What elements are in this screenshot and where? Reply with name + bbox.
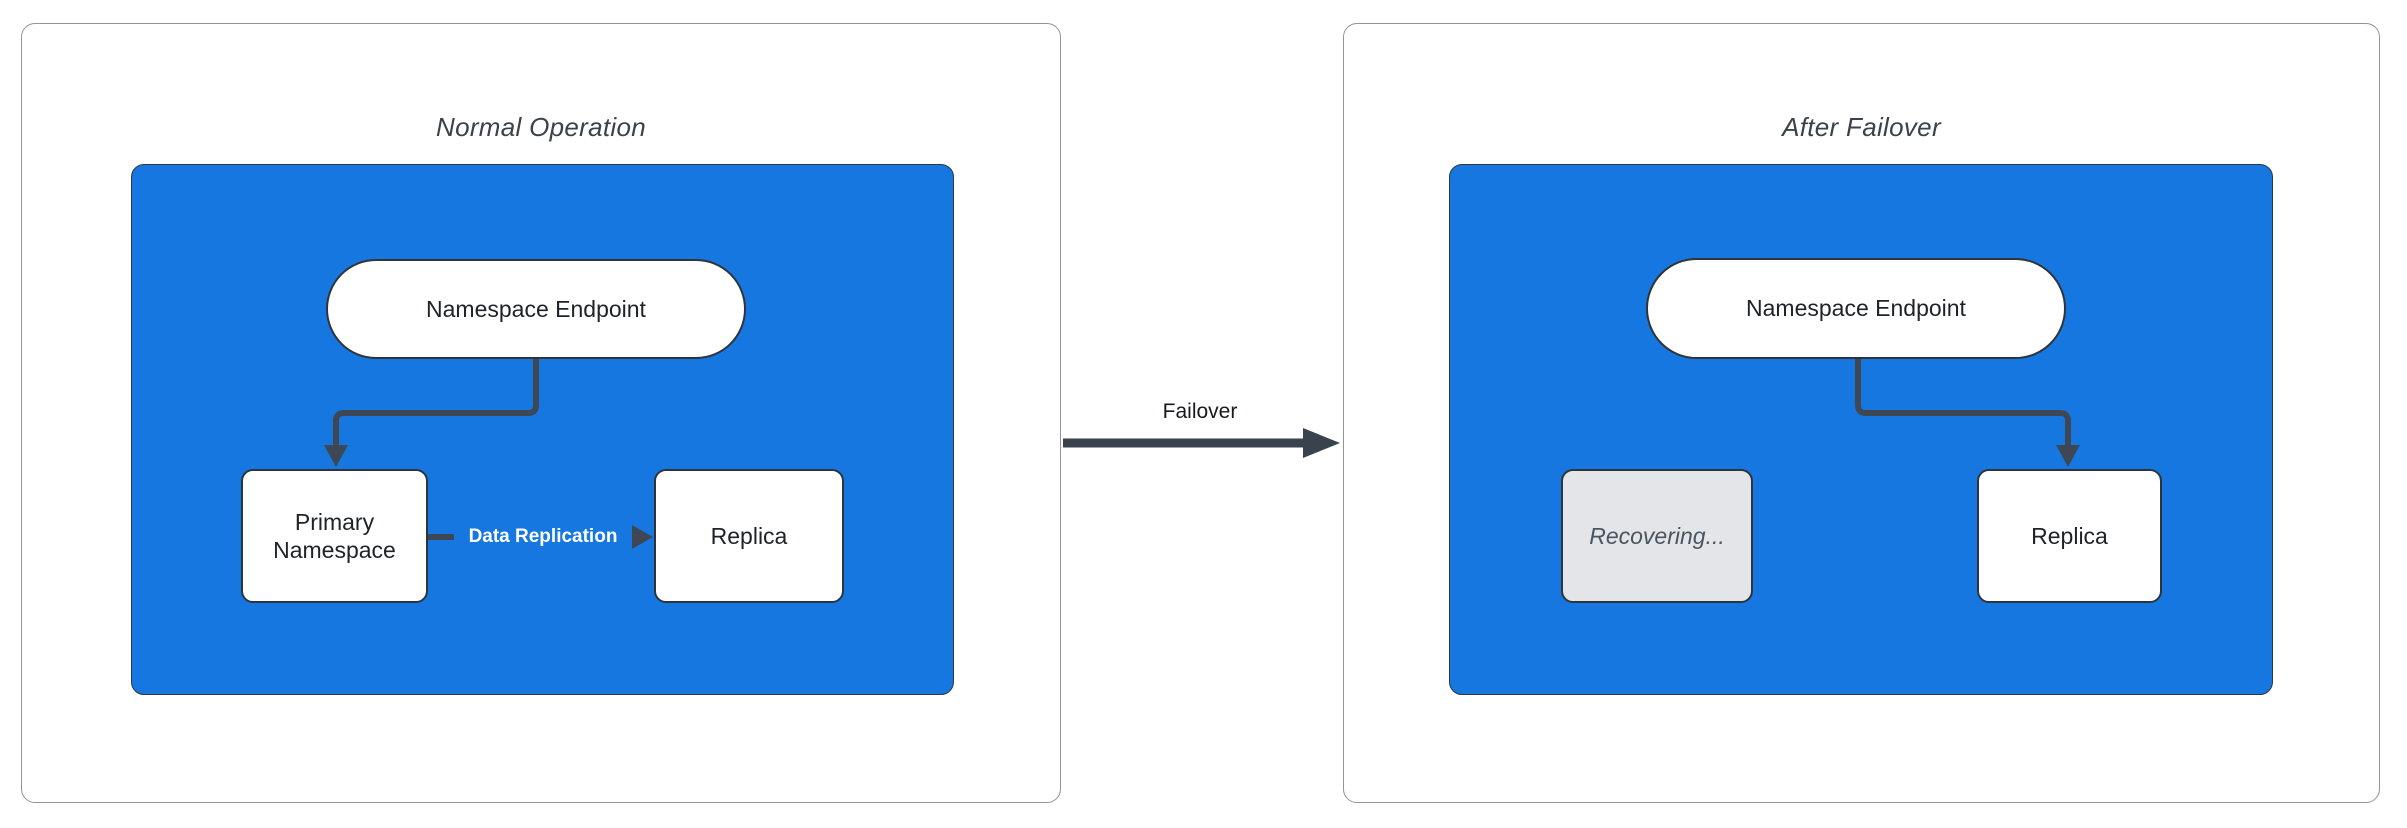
edge-label-data-replication: Data Replication (454, 523, 632, 551)
node-replica-normal: Replica (654, 469, 844, 603)
panel-title-normal-operation: Normal Operation (436, 112, 646, 142)
node-namespace-endpoint-normal: Namespace Endpoint (326, 259, 746, 359)
node-label: Primary Namespace (273, 508, 396, 563)
node-replica-failover: Replica (1977, 469, 2162, 603)
node-label: Namespace Endpoint (426, 295, 646, 322)
node-label: Replica (710, 522, 788, 549)
failover-label: Failover (1162, 400, 1238, 423)
node-namespace-endpoint-failover: Namespace Endpoint (1646, 258, 2066, 359)
node-label: Replica (2031, 522, 2108, 549)
node-label: Namespace Endpoint (1746, 295, 1966, 322)
node-label: Recovering... (1589, 522, 1725, 549)
namespace-container-failover (1449, 164, 2273, 695)
namespace-container-normal (131, 164, 954, 695)
node-primary-namespace: Primary Namespace (241, 469, 428, 603)
panel-normal-operation: Normal Operation Data Replication Namesp… (21, 23, 1061, 803)
node-recovering: Recovering... (1561, 469, 1753, 603)
failover-arrow-head (1303, 428, 1340, 458)
panel-after-failover: After Failover Namespace Endpoint Recove… (1343, 23, 2380, 803)
panel-title-after-failover: After Failover (1782, 112, 1941, 142)
failover-arrow (1063, 428, 1340, 458)
